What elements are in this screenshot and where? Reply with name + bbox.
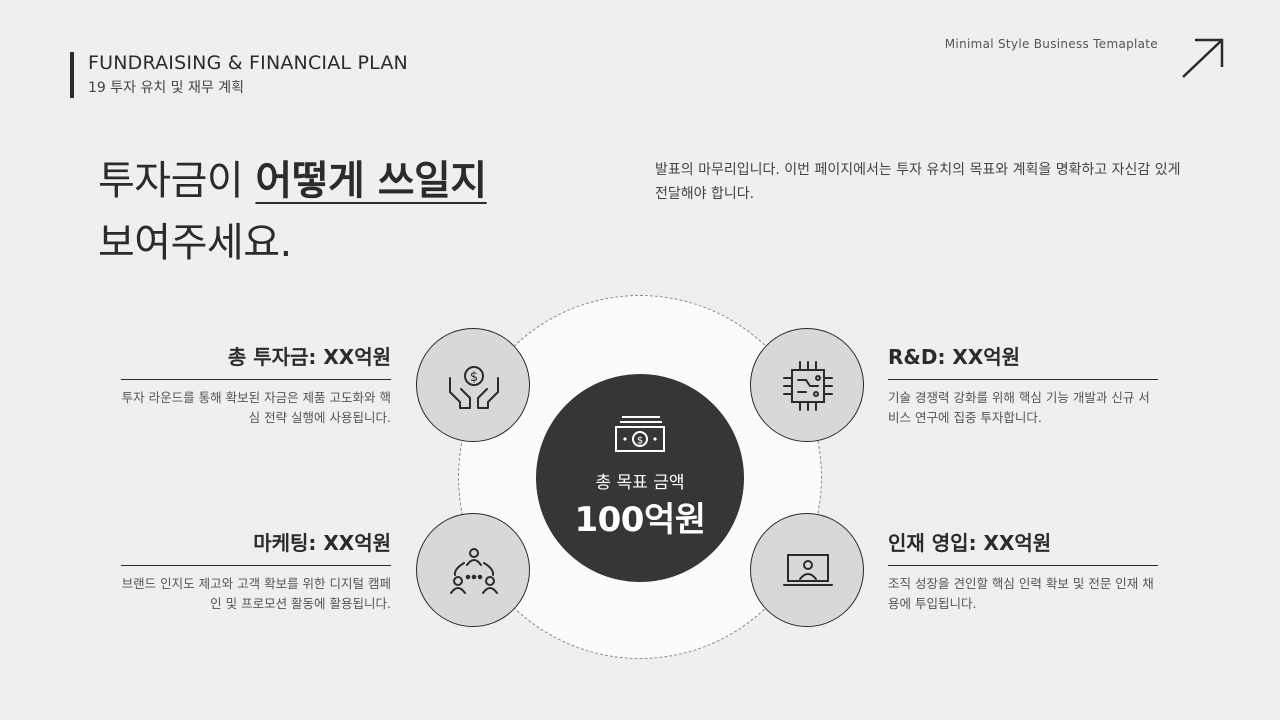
card-title: 인재 영입: XX억원 [888,531,1158,566]
svg-text:$: $ [470,370,478,385]
chip-icon [783,361,833,411]
headline: 투자금이 어떻게 쓰일지 보여주세요. [98,150,487,274]
node-rnd [750,328,864,442]
card-title: 마케팅: XX억원 [121,531,391,566]
card-description: 투자 라운드를 통해 확보된 자금은 제품 고도화와 핵심 전략 실행에 사용됩… [121,390,391,425]
arrow-up-right-icon [1182,38,1224,78]
node-marketing [416,513,530,627]
node-hiring [750,513,864,627]
hand-dollar-icon: $ [449,366,499,409]
center-circle: $ 총 목표 금액 100억원 [536,374,744,582]
intro-text: 발표의 마무리입니다. 이번 페이지에서는 투자 유치의 목표와 계획을 명확하… [655,162,1181,202]
section-subtitle: 19 투자 유치 및 재무 계획 [88,80,244,96]
center-label: 총 목표 금액 [595,473,685,493]
card-rnd: R&D: XX억원 기술 경쟁력 강화를 위해 핵심 기능 개발과 신규 서비스… [888,345,1158,428]
card-description: 조직 성장을 견인할 핵심 인력 확보 및 전문 인재 채용에 투입됩니다. [888,576,1154,611]
laptop-user-icon [783,554,833,586]
section-title: FUNDRAISING & FINANCIAL PLAN [88,52,408,74]
card-marketing: 마케팅: XX억원 브랜드 인지도 제고와 고객 확보를 위한 디지털 캠페인 … [121,531,391,614]
money-bill-icon: $ [615,416,665,452]
headline-emphasis: 어떻게 쓰일지 [255,158,487,204]
card-description: 기술 경쟁력 강화를 위해 핵심 기능 개발과 신규 서비스 연구에 집중 투자… [888,390,1150,425]
card-hiring: 인재 영입: XX억원 조직 성장을 견인할 핵심 인력 확보 및 전문 인재 … [888,531,1158,614]
brand-label: Minimal Style Business Temaplate [944,37,1158,51]
card-investment: 총 투자금: XX억원 투자 라운드를 통해 확보된 자금은 제품 고도화와 핵… [121,345,391,428]
svg-text:$: $ [637,436,643,447]
card-description: 브랜드 인지도 제고와 고객 확보를 위한 디지털 캠페인 및 프로모션 활동에… [121,576,391,611]
headline-part2: 보여주세요. [98,220,292,266]
node-investment: $ [416,328,530,442]
card-title: 총 투자금: XX억원 [121,345,391,380]
section-header: FUNDRAISING & FINANCIAL PLAN 19 투자 유치 및 … [70,52,408,98]
center-amount: 100억원 [574,500,706,540]
people-network-icon [450,548,498,594]
headline-part1: 투자금이 [98,158,256,204]
card-title: R&D: XX억원 [888,345,1158,380]
